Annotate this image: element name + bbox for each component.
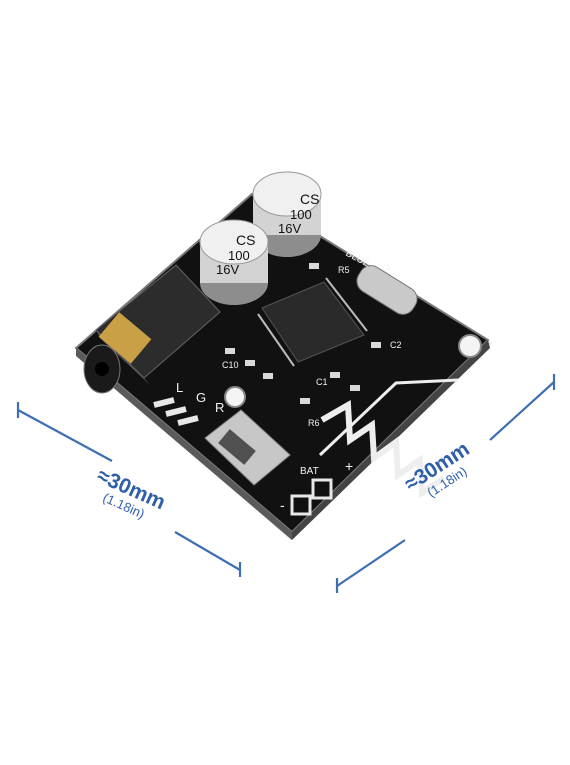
audio-output-pads [153,397,199,426]
battery-pads [290,478,333,516]
label-c2: C2 [390,340,402,350]
board-edge-front [76,348,292,540]
capacitor-left-line-1: CS [236,232,255,248]
label-bat: BAT [300,466,319,477]
label-r6: R6 [308,418,320,428]
capacitor-left-line-3: 16V [216,262,239,277]
dimension-line-right [335,374,556,593]
label-plus: + [345,458,353,474]
capacitor-top-line-2: 100 [290,207,312,222]
label-c1: C1 [316,377,328,387]
label-minus: - [280,497,285,513]
capacitor-top: CS 100 16V [252,171,322,257]
label-y1: Y1 [380,262,391,272]
label-c10: C10 [222,360,239,370]
capacitor-left: CS 100 16V [199,219,269,305]
crystal-oscillator [356,265,418,315]
audio-jack [83,264,221,394]
dimension-line-left [16,402,242,577]
board-edge-right [292,340,490,540]
mounting-hole-1 [224,386,246,408]
main-ic-chip [261,281,365,363]
capacitor-top-line-1: CS [300,191,319,207]
chip-pins [257,277,368,367]
silkscreen-labels: L G R BLUE Y1 R5 C2 C10 R6 C1 BAT + - [176,248,402,513]
capacitor-left-line-2: 100 [228,248,250,263]
mounting-hole-2 [458,334,482,358]
capacitor-top-line-3: 16V [278,221,301,236]
antenna-trace [318,378,459,499]
smd-components [225,263,381,404]
pin-label-r: R [215,400,224,415]
pin-label-l: L [176,380,183,395]
micro-usb-port [204,409,291,486]
label-r5: R5 [338,265,350,275]
pin-label-g: G [196,390,206,405]
